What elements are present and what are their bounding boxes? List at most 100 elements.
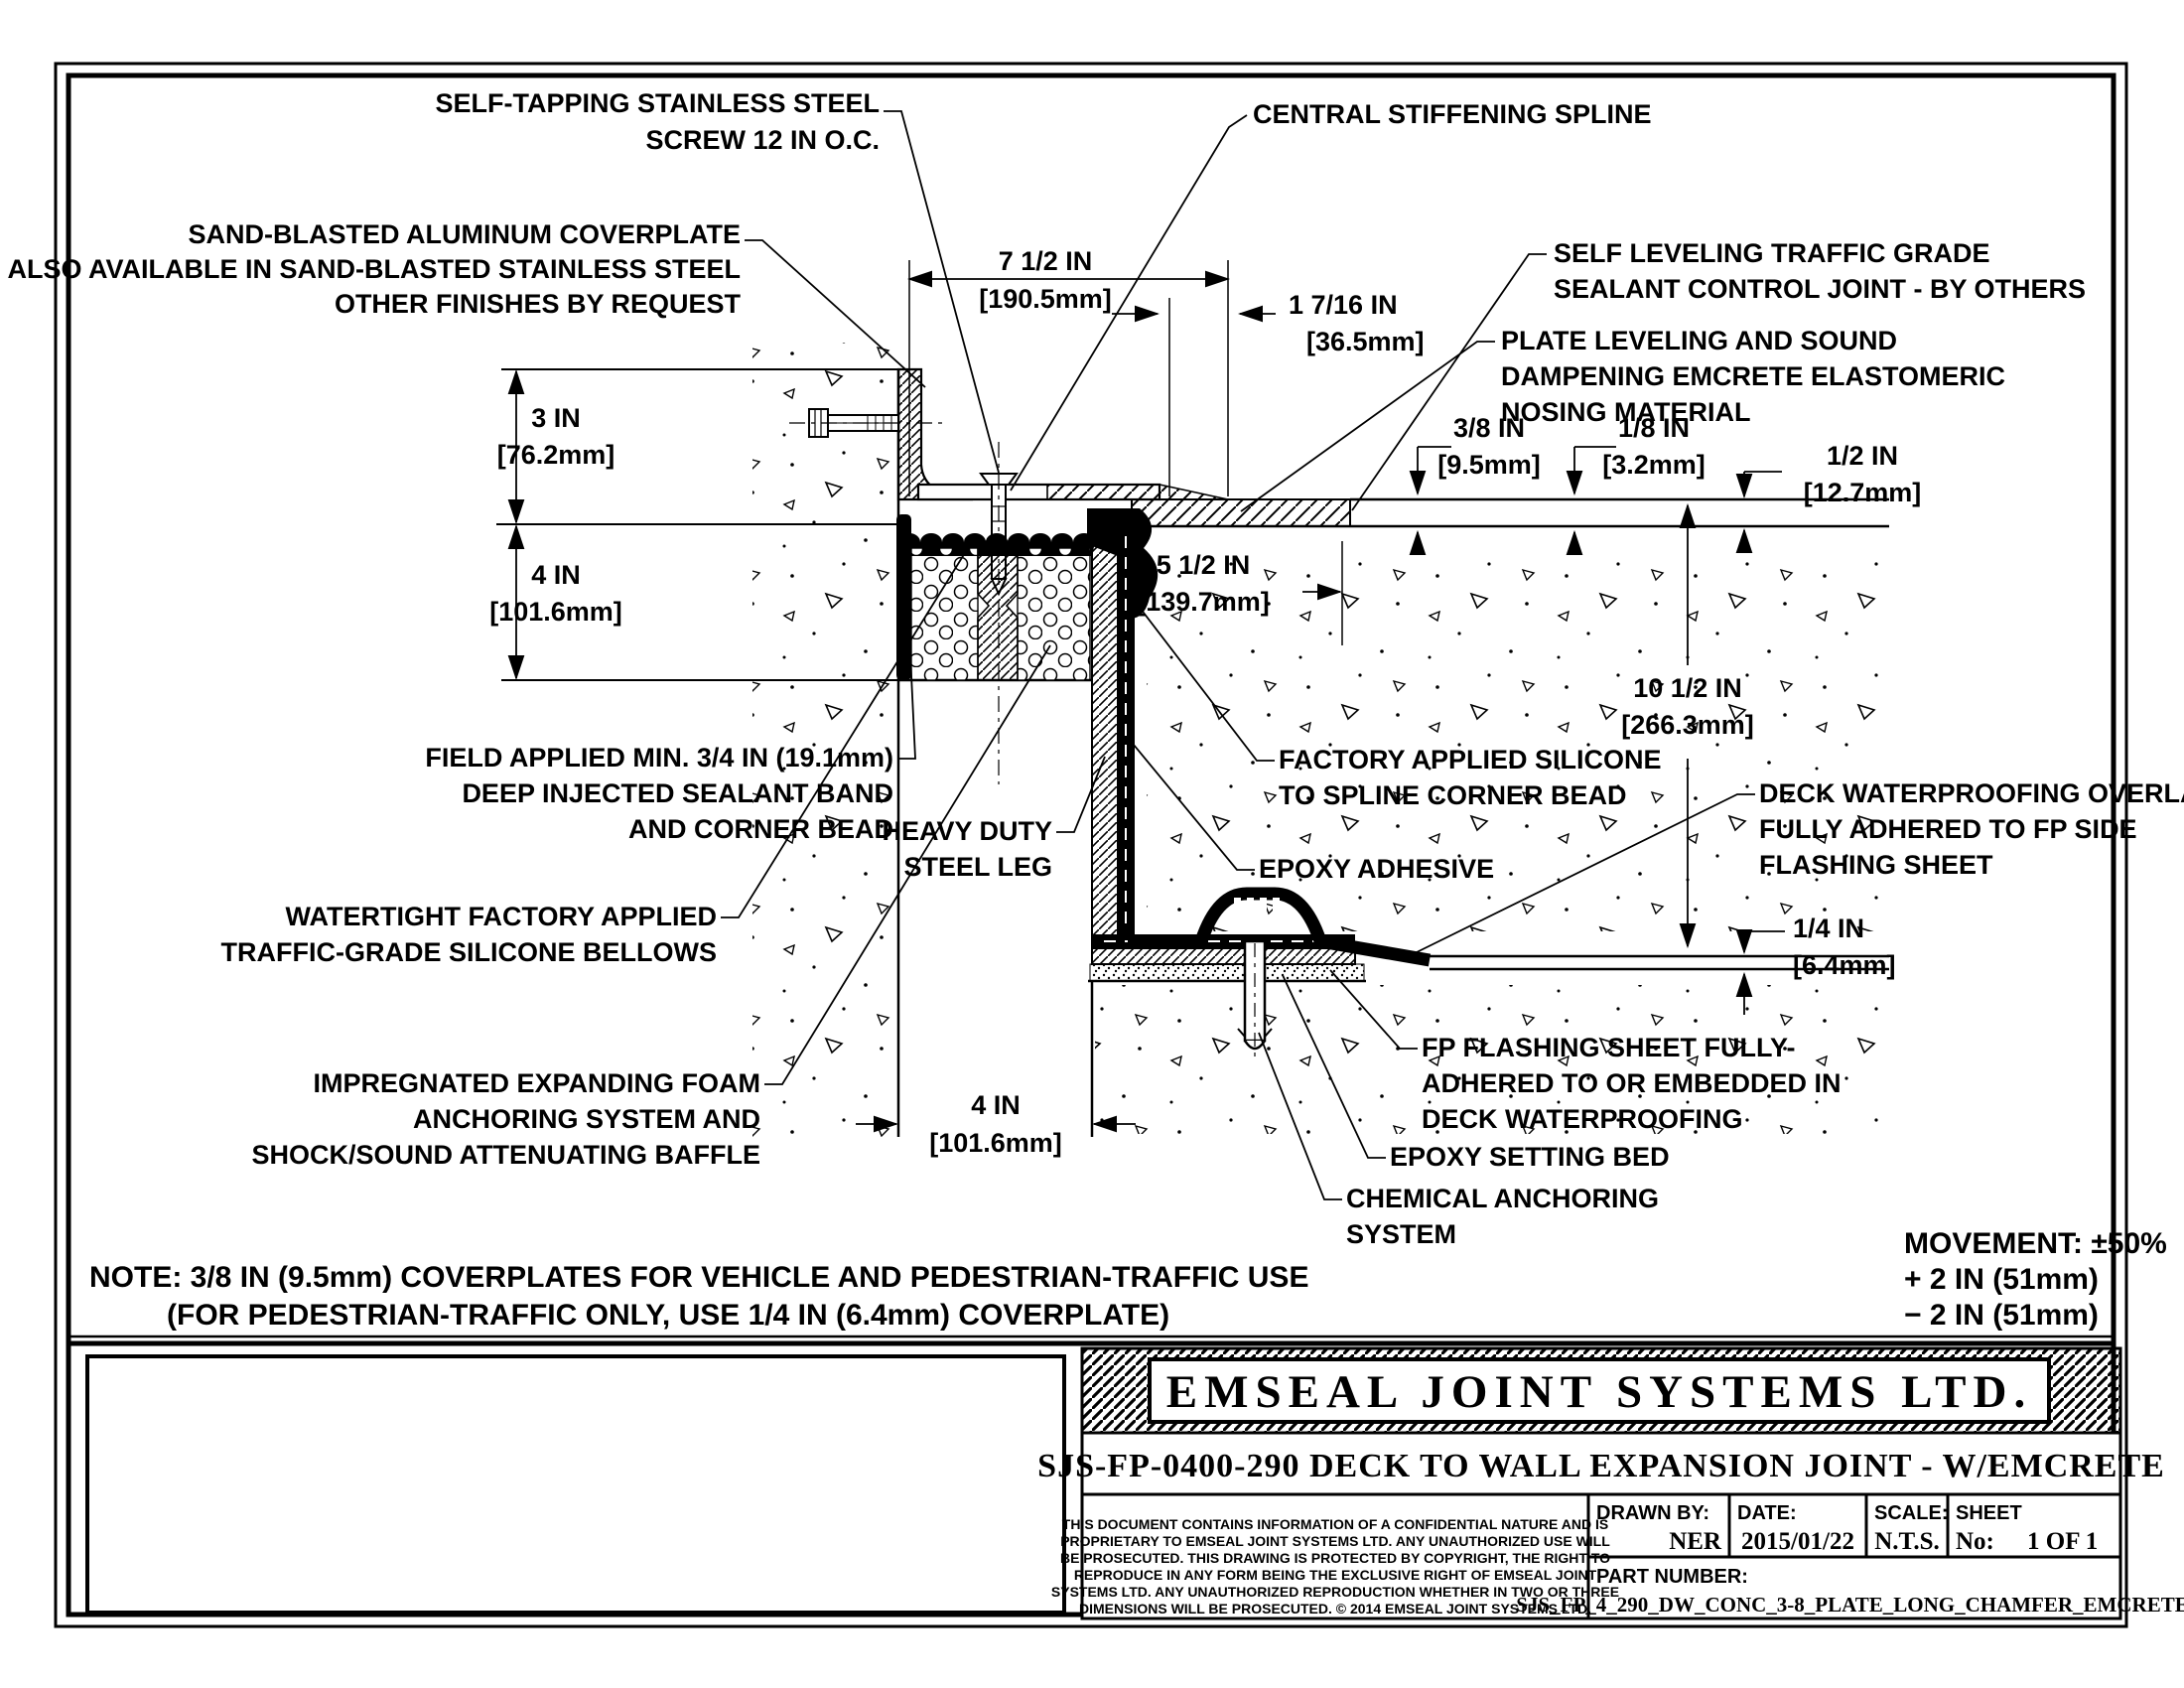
label-foam-3: SHOCK/SOUND ATTENUATING BAFFLE <box>252 1140 760 1170</box>
company-banner-box <box>1148 1357 2051 1424</box>
fp-flashing-sheet <box>1128 887 1432 967</box>
label-epoxy-adhesive: EPOXY ADHESIVE <box>1259 854 1494 884</box>
dimensions <box>507 260 1785 1133</box>
dim-1-2-in: 1/2 IN <box>1827 441 1898 471</box>
dim-7-5-in: 7 1/2 IN <box>999 246 1093 276</box>
movement-line-1: MOVEMENT: ±50% <box>1904 1227 2167 1260</box>
epoxy-setting-bed <box>1089 963 1365 982</box>
callout-labels: SELF-TAPPING STAINLESS STEEL SCREW 12 IN… <box>7 88 2184 1249</box>
label-bellows-1: WATERTIGHT FACTORY APPLIED <box>285 902 717 931</box>
label-foam-2: ANCHORING SYSTEM AND <box>413 1104 760 1134</box>
movement-line-2: + 2 IN (51mm) <box>1904 1263 2099 1296</box>
label-bellows-2: TRAFFIC-GRADE SILICONE BELLOWS <box>221 937 717 967</box>
label-foam-1: IMPREGNATED EXPANDING FOAM <box>313 1068 760 1098</box>
sheet-no-label: No: <box>1956 1528 1994 1555</box>
label-fp-flashing-2: ADHERED TO OR EMBEDDED IN <box>1422 1068 1842 1098</box>
dimension-labels: 7 1/2 IN [190.5mm] 1 7/16 IN [36.5mm] 3/… <box>489 246 1921 1158</box>
section-geometry <box>496 343 1889 1137</box>
dim-7-5-mm: [190.5mm] <box>979 284 1112 314</box>
label-chemical-anchor-1: CHEMICAL ANCHORING <box>1346 1184 1659 1213</box>
disclaimer-line-5: SYSTEMS LTD. ANY UNAUTHORIZED REPRODUCTI… <box>1051 1584 1619 1600</box>
label-epoxy-bed: EPOXY SETTING BED <box>1390 1142 1670 1172</box>
drawn-by-value: NER <box>1669 1528 1722 1555</box>
label-sealant-3: AND CORNER BEAD <box>628 814 893 844</box>
label-coverplate-3: OTHER FINISHES BY REQUEST <box>335 289 742 319</box>
label-nosing-1: PLATE LEVELING AND SOUND <box>1501 326 1897 355</box>
note-line-2: (FOR PEDESTRIAN-TRAFFIC ONLY, USE 1/4 IN… <box>167 1299 1169 1332</box>
disclaimer-line-1: THIS DOCUMENT CONTAINS INFORMATION OF A … <box>1062 1516 1608 1532</box>
label-silicone-bead-2: TO SPLINE CORNER BEAD <box>1279 780 1627 810</box>
dim-4-in: 4 IN <box>531 560 581 590</box>
dim-joint-4-mm: [101.6mm] <box>929 1128 1062 1158</box>
scale-value: N.T.S. <box>1874 1528 1940 1555</box>
emcrete-nosing <box>1131 498 1351 527</box>
label-fp-flashing-1: FP FLASHING SHEET FULLY- <box>1422 1033 1796 1062</box>
wall-anchor-bolt <box>789 408 948 438</box>
label-sealant-1: FIELD APPLIED MIN. 3/4 IN (19.1mm) <box>425 743 893 773</box>
label-screw-2: SCREW 12 IN O.C. <box>645 125 880 155</box>
chemical-anchor-bolt <box>1234 898 1280 1058</box>
disclaimer-line-2: PROPRIETARY TO EMSEAL JOINT SYSTEMS LTD.… <box>1060 1533 1610 1549</box>
company-name: EMSEAL JOINT SYSTEMS LTD. <box>1166 1366 2032 1418</box>
drawing-title: SJS-FP-0400-290 DECK TO WALL EXPANSION J… <box>1037 1448 2165 1484</box>
label-coverplate-1: SAND-BLASTED ALUMINUM COVERPLATE <box>189 219 741 249</box>
label-nosing-2: DAMPENING EMCRETE ELASTOMERIC <box>1501 361 2005 391</box>
label-control-joint-1: SELF LEVELING TRAFFIC GRADE <box>1554 238 1990 268</box>
dim-1-4-in: 1/4 IN <box>1793 914 1864 943</box>
label-deck-overlay-1: DECK WATERPROOFING OVERLAY <box>1759 778 2184 808</box>
label-deck-overlay-2: FULLY ADHERED TO FP SIDE <box>1759 814 2137 844</box>
disclaimer-line-6: DIMENSIONS WILL BE PROSECUTED. © 2014 EM… <box>1079 1601 1591 1617</box>
dim-1-7-16-mm: [36.5mm] <box>1306 327 1425 356</box>
scale-label: SCALE: <box>1874 1502 1948 1524</box>
dim-1-4-mm: [6.4mm] <box>1793 950 1896 980</box>
part-number-value: SJS_FP_4_290_DW_CONC_3-8_PLATE_LONG_CHAM… <box>1516 1593 2184 1617</box>
dim-5-5-in: 5 1/2 IN <box>1157 550 1251 580</box>
label-deck-overlay-3: FLASHING SHEET <box>1759 850 1993 880</box>
label-screw-1: SELF-TAPPING STAINLESS STEEL <box>435 88 880 118</box>
dim-3-8-mm: [9.5mm] <box>1437 450 1541 480</box>
leader-lines <box>721 110 1755 1200</box>
dim-3-in: 3 IN <box>531 403 581 433</box>
notes: NOTE: 3/8 IN (9.5mm) COVERPLATES FOR VEH… <box>89 1227 2167 1332</box>
dim-10-5-mm: [266.3mm] <box>1621 710 1754 740</box>
label-silicone-bead-1: FACTORY APPLIED SILICONE <box>1279 745 1662 774</box>
label-coverplate-2: ALSO AVAILABLE IN SAND-BLASTED STAINLESS… <box>7 254 741 284</box>
note-line-1: NOTE: 3/8 IN (9.5mm) COVERPLATES FOR VEH… <box>89 1261 1308 1294</box>
date-value: 2015/01/22 <box>1741 1528 1854 1555</box>
disclaimer-line-4: REPRODUCE IN ANY FORM BEING THE EXCLUSIV… <box>1074 1567 1597 1583</box>
date-label: DATE: <box>1737 1502 1797 1524</box>
dim-10-5-in: 10 1/2 IN <box>1633 673 1742 703</box>
foam-left <box>910 547 979 681</box>
concrete-wall <box>752 343 898 1137</box>
dim-3-mm: [76.2mm] <box>497 440 615 470</box>
drawn-by-label: DRAWN BY: <box>1596 1502 1709 1524</box>
disclaimer: THIS DOCUMENT CONTAINS INFORMATION OF A … <box>1051 1516 1619 1617</box>
label-sealant-2: DEEP INJECTED SEALANT BAND <box>462 778 893 808</box>
info-cells: DRAWN BY: NER DATE: 2015/01/22 SCALE: N.… <box>1516 1502 2184 1617</box>
central-spline <box>977 540 1019 681</box>
label-spline: CENTRAL STIFFENING SPLINE <box>1253 99 1652 129</box>
sheet-label: SHEET <box>1956 1502 2022 1524</box>
foam-right <box>1017 547 1091 681</box>
sheet-value: 1 OF 1 <box>2027 1528 2098 1555</box>
dim-4-mm: [101.6mm] <box>489 597 622 627</box>
dim-5-5-mm: [139.7mm] <box>1137 587 1270 617</box>
dim-1-8-in: 1/8 IN <box>1618 413 1690 443</box>
dim-1-2-mm: [12.7mm] <box>1804 478 1922 507</box>
label-steel-leg-2: STEEL LEG <box>903 852 1052 882</box>
concrete-deck <box>1095 552 1889 1134</box>
label-control-joint-2: SEALANT CONTROL JOINT - BY OTHERS <box>1554 274 2086 304</box>
dim-1-8-mm: [3.2mm] <box>1602 450 1706 480</box>
disclaimer-line-3: BE PROSECUTED. THIS DRAWING IS PROTECTED… <box>1060 1550 1610 1566</box>
label-nosing-3: NOSING MATERIAL <box>1501 397 1751 427</box>
dim-joint-4-in: 4 IN <box>971 1090 1021 1120</box>
title-block-empty-box <box>85 1354 1066 1615</box>
dim-3-8-in: 3/8 IN <box>1453 413 1525 443</box>
part-number-label: PART NUMBER: <box>1596 1566 1748 1588</box>
title-block: EMSEAL JOINT SYSTEMS LTD. SJS-FP-0400-29… <box>85 1346 2184 1620</box>
movement-line-3: − 2 IN (51mm) <box>1904 1299 2099 1332</box>
label-fp-flashing-3: DECK WATERPROOFING <box>1422 1104 1743 1134</box>
dim-1-7-16-in: 1 7/16 IN <box>1289 290 1398 320</box>
